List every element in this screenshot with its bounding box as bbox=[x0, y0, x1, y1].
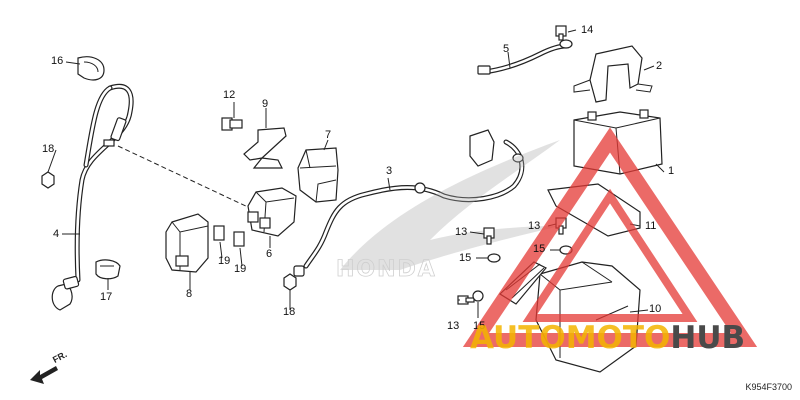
callout-9: 9 bbox=[262, 98, 269, 110]
part-16-clamp bbox=[77, 56, 105, 81]
callout-15c: 15 bbox=[473, 320, 486, 332]
part-15-washer-c bbox=[472, 290, 484, 302]
callout-11: 11 bbox=[645, 220, 657, 232]
part-7-cover bbox=[297, 147, 339, 203]
callout-18a: 18 bbox=[42, 143, 55, 155]
callout-7: 7 bbox=[325, 129, 332, 141]
part-19-fuse-b bbox=[233, 231, 245, 247]
callout-4: 4 bbox=[53, 228, 60, 240]
callout-8: 8 bbox=[186, 288, 193, 300]
part-15-washer-a bbox=[487, 253, 501, 263]
watermark-part2: HUB bbox=[670, 320, 746, 356]
callout-5: 5 bbox=[503, 43, 510, 55]
part-12-bolt bbox=[221, 117, 243, 131]
callout-16: 16 bbox=[51, 55, 64, 67]
diagram-code: K954F3700 bbox=[745, 382, 792, 392]
callout-19a: 19 bbox=[218, 255, 231, 267]
part-14-bolt bbox=[555, 25, 567, 41]
svg-text:HONDA: HONDA bbox=[336, 257, 437, 282]
part-9-bracket bbox=[243, 127, 287, 169]
part-4-harness bbox=[51, 83, 134, 311]
callout-12: 12 bbox=[223, 89, 236, 101]
part-8-fusebox bbox=[165, 213, 209, 273]
watermark-part1: AUTOMOTO bbox=[470, 320, 671, 356]
part-18-bolt-right bbox=[283, 265, 305, 291]
part-13-bolt-a bbox=[483, 227, 495, 245]
front-arrow-icon bbox=[30, 366, 58, 384]
callout-10: 10 bbox=[649, 303, 662, 315]
honda-wing-logo: HONDA bbox=[336, 140, 560, 282]
part-2-holder bbox=[573, 45, 653, 103]
callout-13a: 13 bbox=[528, 220, 541, 232]
callout-14: 14 bbox=[581, 24, 594, 36]
callout-19b: 19 bbox=[234, 263, 247, 275]
part-19-fuse-a bbox=[213, 225, 225, 241]
callout-13c: 13 bbox=[447, 320, 460, 332]
callout-18b: 18 bbox=[283, 306, 296, 318]
part-13-bolt-c bbox=[457, 295, 475, 305]
part-3-cable bbox=[303, 129, 525, 269]
callout-17: 17 bbox=[100, 291, 113, 303]
leader-lines bbox=[47, 29, 665, 318]
callout-1: 1 bbox=[668, 165, 675, 177]
callout-15b: 15 bbox=[459, 252, 472, 264]
callout-2: 2 bbox=[656, 60, 663, 72]
callout-15a: 15 bbox=[533, 243, 546, 255]
part-17-clip bbox=[95, 259, 121, 280]
watermark-triangle bbox=[462, 127, 758, 347]
callout-3: 3 bbox=[386, 165, 393, 177]
part-6-relay bbox=[247, 187, 297, 237]
part-5-ground-strap bbox=[477, 39, 573, 75]
callout-13b: 13 bbox=[455, 226, 468, 238]
watermark-text: AUTOMOTOHUB bbox=[470, 320, 745, 356]
callout-6: 6 bbox=[266, 248, 273, 260]
part-18-bolt-left bbox=[41, 171, 55, 189]
